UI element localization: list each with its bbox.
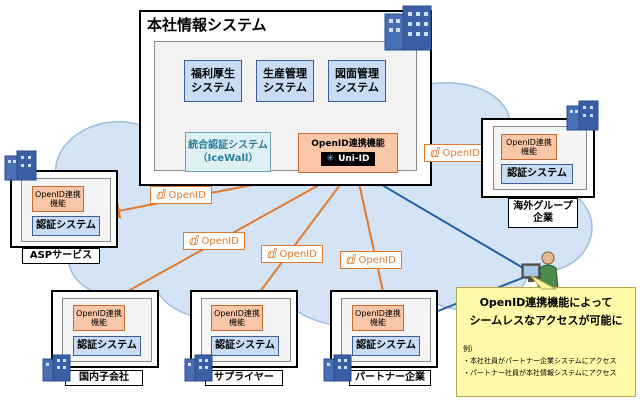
domestic-label-text: 国内子会社: [79, 371, 129, 383]
asp-openid-line2: 機能: [50, 199, 66, 208]
integrated-auth-system: 統合認証システム （IceWall）: [185, 132, 271, 172]
openid-mark-icon: ⅆ: [189, 233, 199, 249]
asp-auth-system: 認証システム: [32, 216, 100, 236]
openid-mark-icon: ⅆ: [346, 252, 356, 268]
drawing-system: 図面管理 システム: [328, 60, 386, 102]
asp-service-text: ASPサービス: [29, 249, 93, 261]
hq-title: 本社情報システム: [147, 16, 267, 34]
asp-openid-feature: OpenID連携 機能: [32, 186, 84, 212]
callout-example-label: 例）: [463, 345, 477, 353]
partner-openid-feature: OpenID連携 機能: [352, 305, 404, 331]
callout-box: OpenID連携機能によって シームレスなアクセスが可能に 例） ・本社社員がパ…: [456, 287, 636, 397]
domestic-openid-feature: OpenID連携 機能: [73, 305, 125, 331]
hq-openid-feature: OpenID連携機能 ✳ Uni-ID: [298, 133, 398, 173]
drawing-system-line2: システム: [335, 81, 379, 94]
callout-pointer: [529, 275, 557, 290]
openid-logo-text: OpenID: [358, 254, 396, 266]
callout-heading-line1: OpenID連携機能によって: [479, 296, 613, 309]
asp-service-label: ASPサービス: [22, 248, 100, 264]
domestic-auth-system: 認証システム: [73, 336, 141, 356]
domestic-openid-line2: 機能: [91, 318, 107, 327]
domestic-openid-line1: OpenID連携: [76, 308, 122, 318]
partner-company-label: パートナー企業: [349, 370, 431, 386]
partner-openid-line1: OpenID連携: [355, 308, 401, 318]
auth-system-line2: （IceWall）: [197, 153, 259, 164]
openid-logo-text: OpenID: [201, 235, 239, 247]
auth-system-line1: 統合認証システム: [188, 140, 268, 151]
asp-auth-label: 認証システム: [36, 219, 96, 231]
supplier-auth-system: 認証システム: [211, 336, 279, 356]
openid-logo-text: OpenID: [442, 147, 480, 159]
building-icon: [566, 100, 599, 131]
drawing-system-line1: 図面管理: [335, 67, 379, 81]
callout-example-1: ・本社社員がパートナー企業システムにアクセス: [463, 357, 617, 365]
overseas-group-label: 海外グループ 企業: [508, 198, 578, 228]
openid-mark-icon: ⅆ: [430, 145, 440, 161]
building-icon: [42, 354, 71, 382]
overseas-label-line2: 企業: [533, 213, 553, 224]
domestic-auth-label: 認証システム: [77, 339, 137, 351]
openid-mark-icon: ⅆ: [267, 246, 277, 262]
callout-example-2: ・パートナー社員が本社情報システムにアクセス: [463, 369, 617, 377]
welfare-system: 福利厚生 システム: [184, 60, 242, 102]
production-system: 生産管理 システム: [256, 60, 314, 102]
building-icon: [384, 5, 432, 51]
asp-openid-line1: OpenID連携: [35, 189, 81, 199]
supplier-openid-line1: OpenID連携: [214, 308, 260, 318]
openid-logo-text: OpenID: [168, 189, 206, 201]
building-icon: [184, 354, 213, 382]
uni-id-label: Uni-ID: [338, 154, 370, 164]
building-icon: [323, 354, 352, 382]
supplier-label: サプライヤー: [205, 370, 283, 386]
openid-logo-text: OpenID: [279, 248, 317, 260]
uni-id-badge: ✳ Uni-ID: [320, 152, 376, 166]
overseas-auth-system: 認証システム: [501, 164, 573, 184]
partner-label-text: パートナー企業: [355, 371, 425, 383]
callout-heading-line2: シームレスなアクセスが可能に: [469, 314, 623, 327]
production-system-line1: 生産管理: [263, 67, 307, 81]
overseas-label-line1: 海外グループ: [513, 200, 573, 212]
overseas-openid-feature: OpenID連携 機能: [501, 134, 557, 160]
partner-auth-system: 認証システム: [352, 336, 420, 356]
production-system-line2: システム: [263, 81, 307, 94]
domestic-subsidiary-label: 国内子会社: [65, 370, 143, 386]
openid-mark-icon: ⅆ: [156, 187, 166, 203]
overseas-openid-line1: OpenID連携: [506, 137, 552, 147]
hq-openid-label: OpenID連携機能: [311, 139, 385, 149]
supplier-label-text: サプライヤー: [214, 371, 274, 383]
uni-id-icon: ✳: [326, 154, 335, 164]
welfare-system-line1: 福利厚生: [191, 67, 235, 81]
building-icon: [4, 150, 37, 181]
welfare-system-line2: システム: [191, 81, 235, 94]
overseas-openid-line2: 機能: [521, 147, 537, 156]
supplier-openid-line2: 機能: [229, 318, 245, 327]
overseas-auth-label: 認証システム: [507, 167, 567, 179]
partner-auth-label: 認証システム: [356, 339, 416, 351]
supplier-openid-feature: OpenID連携 機能: [211, 305, 263, 331]
supplier-auth-label: 認証システム: [215, 339, 275, 351]
partner-openid-line2: 機能: [370, 318, 386, 327]
